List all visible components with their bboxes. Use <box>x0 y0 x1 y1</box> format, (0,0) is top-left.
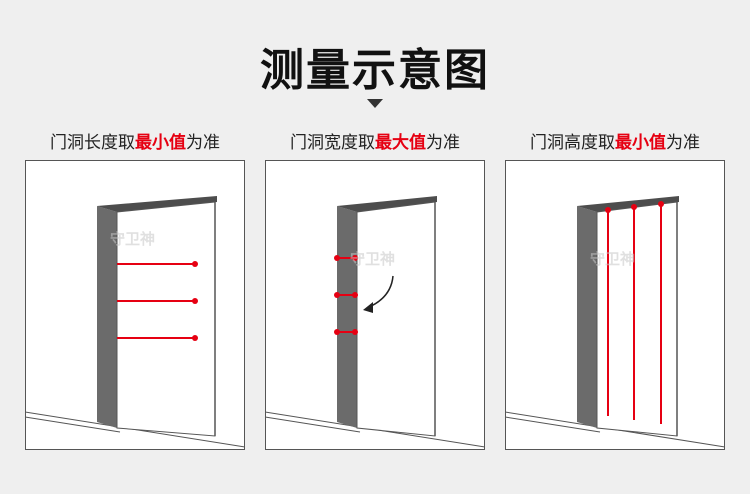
caption-suffix: 为准 <box>426 133 460 153</box>
measure-lines <box>117 261 198 341</box>
caption-highlight: 最大值 <box>375 133 426 153</box>
door-diagram-width <box>265 160 485 450</box>
door-diagram-length <box>25 160 245 450</box>
caption-length: 门洞长度取最小值为准 <box>15 128 255 153</box>
caption-suffix: 为准 <box>666 133 700 153</box>
caption-height: 门洞高度取最小值为准 <box>495 128 735 153</box>
measure-lines <box>334 255 358 335</box>
caption-suffix: 为准 <box>186 133 220 153</box>
caption-width: 门洞宽度取最大值为准 <box>255 128 495 153</box>
page-title: 测量示意图 <box>260 45 490 96</box>
watermark-logo: 守卫神 <box>590 250 636 268</box>
caption-prefix: 门洞宽度取 <box>290 133 375 153</box>
watermark-logo: 守卫神 <box>110 230 156 248</box>
caption-highlight: 最小值 <box>135 133 186 153</box>
measure-lines <box>605 201 664 424</box>
door-diagram-height <box>505 160 725 450</box>
caption-highlight: 最小值 <box>615 133 666 153</box>
down-arrow-icon <box>367 99 383 108</box>
watermark-logo: 守卫神 <box>350 250 396 268</box>
caption-prefix: 门洞高度取 <box>530 133 615 153</box>
caption-prefix: 门洞长度取 <box>50 133 135 153</box>
